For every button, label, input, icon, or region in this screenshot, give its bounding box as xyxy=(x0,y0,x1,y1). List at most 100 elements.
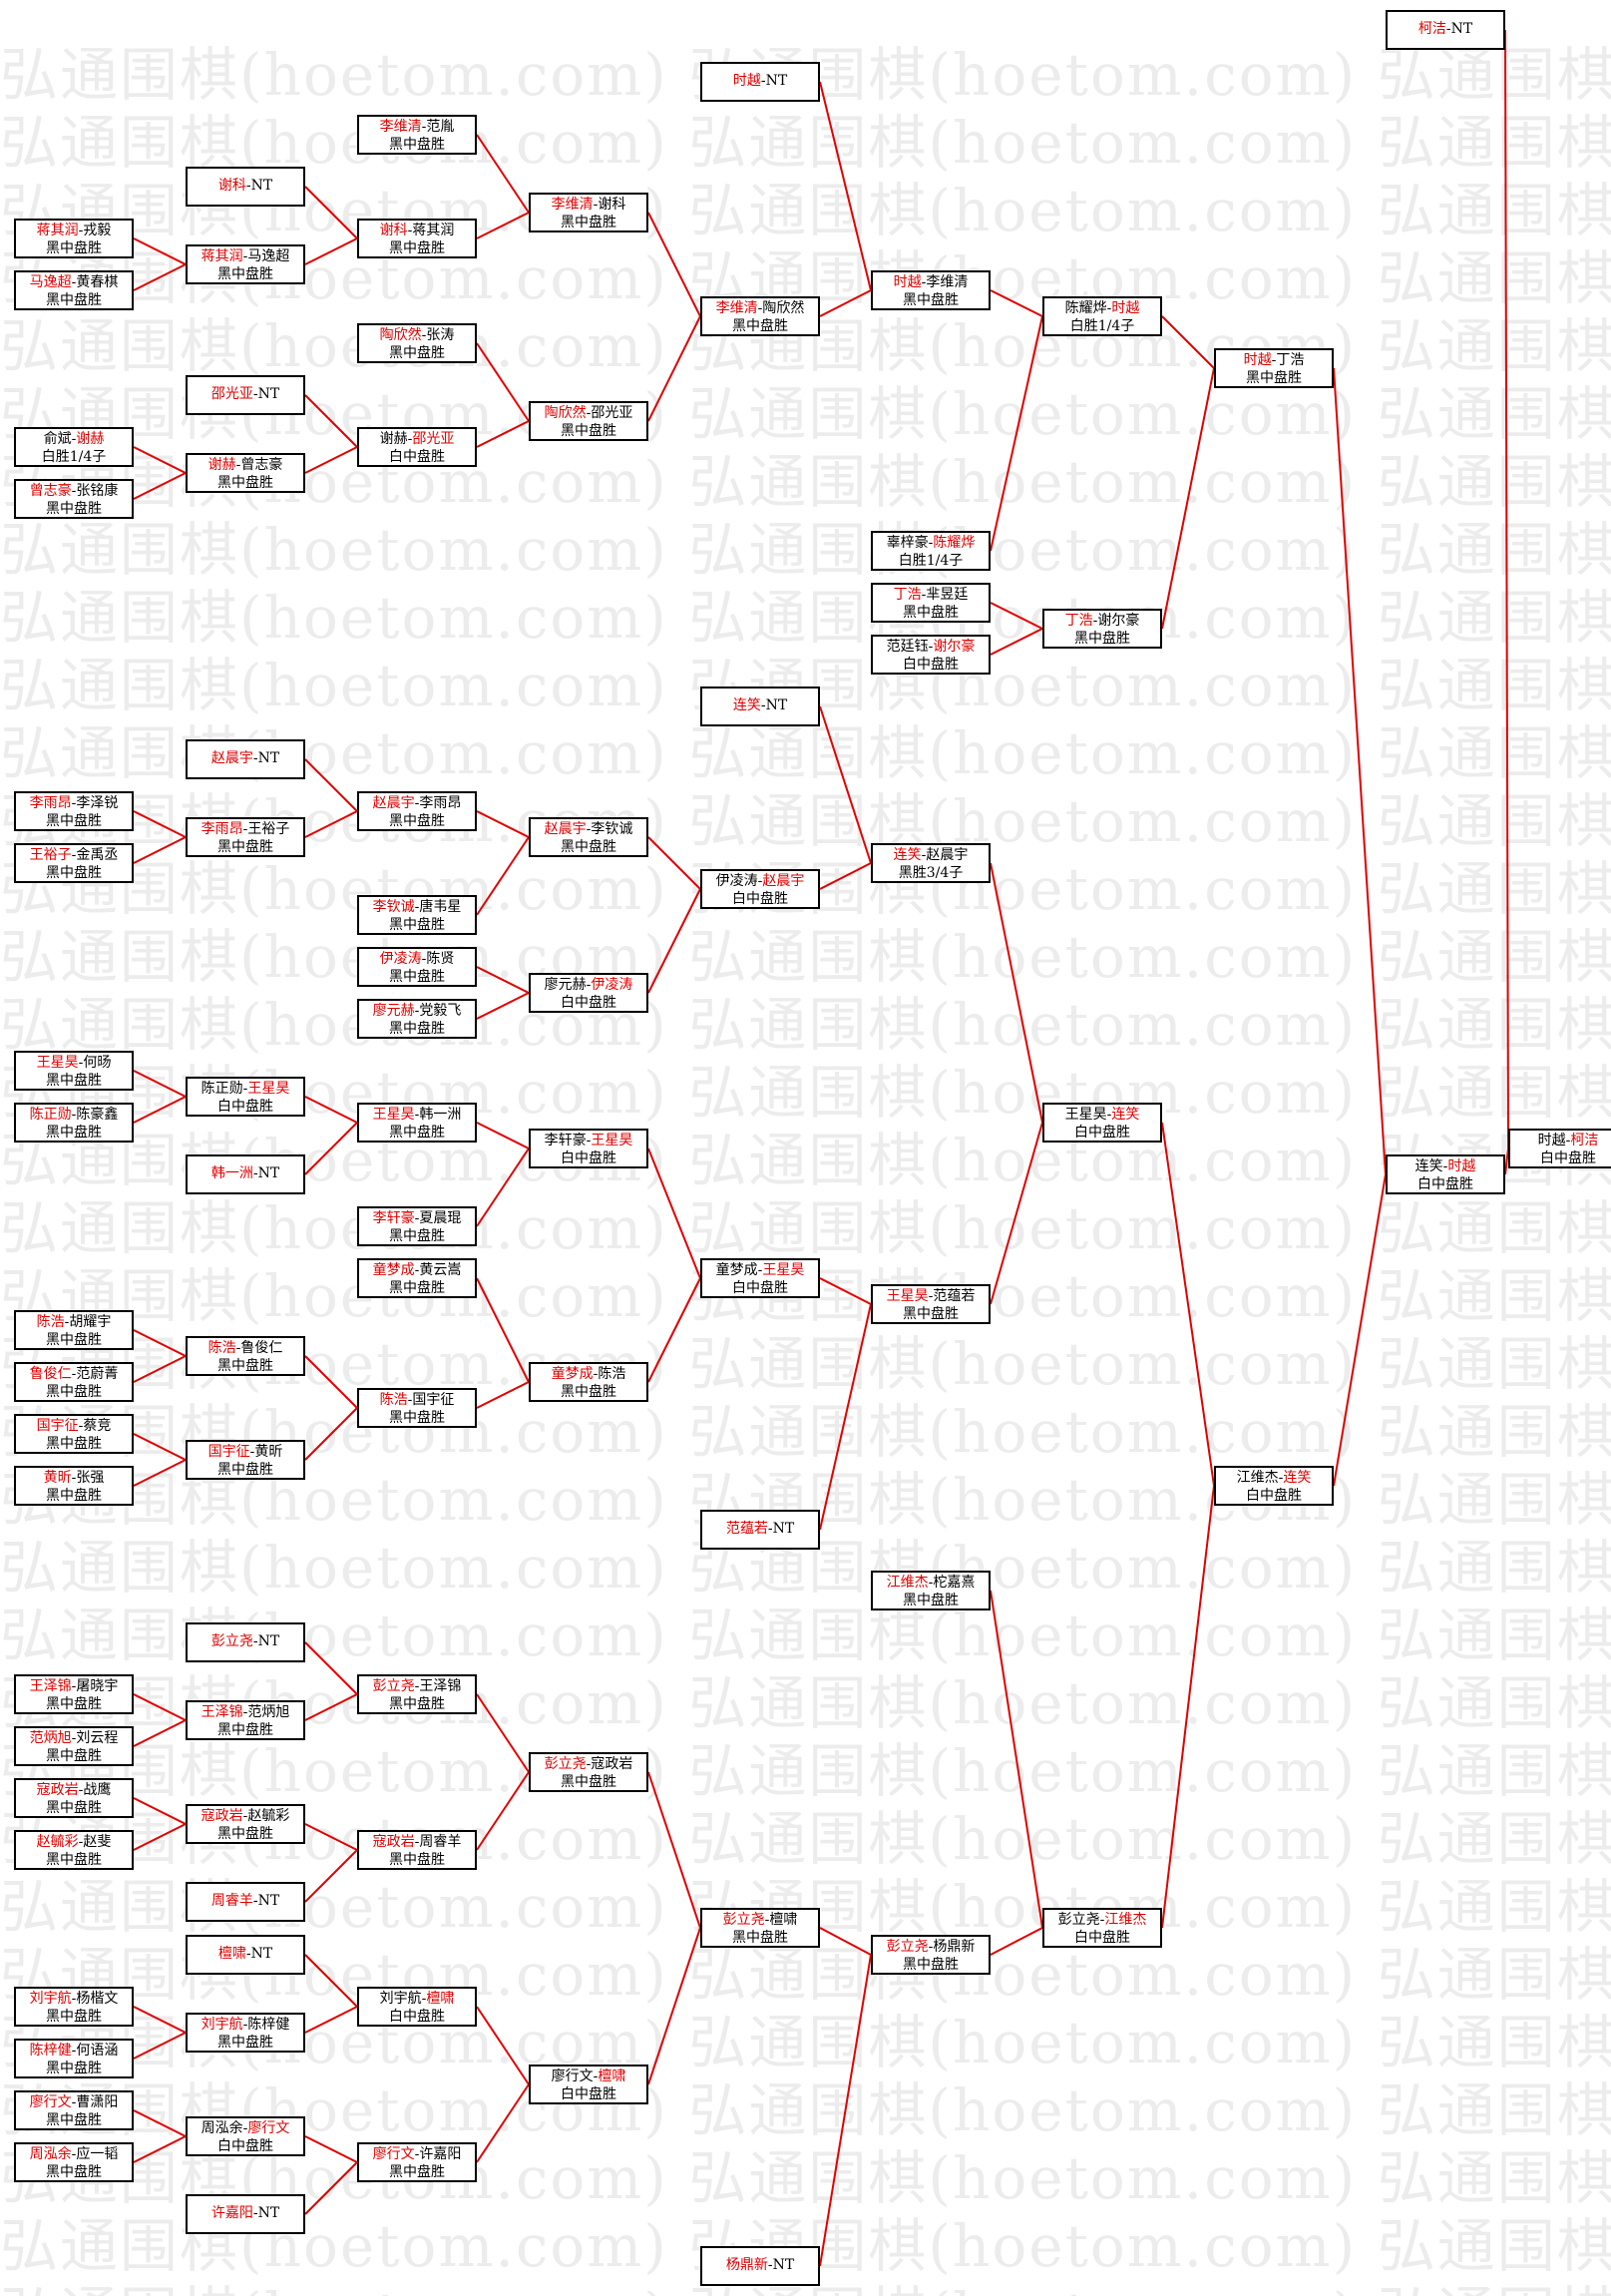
match-players: 廖行文-檀啸 xyxy=(531,2067,646,2085)
match-players: 廖元赫-党毅飞 xyxy=(359,1002,475,1020)
match-box: 李维清-陶欣然黑中盘胜 xyxy=(700,296,820,336)
player-one: 连笑 xyxy=(893,847,922,863)
match-players: 赵毓彩-赵斐 xyxy=(16,1833,132,1851)
bracket-connector xyxy=(133,1719,187,1747)
player-two: 范炳旭 xyxy=(247,1704,290,1720)
match-result: 黑中盘胜 xyxy=(217,1722,273,1738)
match-players: 时越-丁浩 xyxy=(1216,351,1332,369)
match-players: 周泓余-廖行文 xyxy=(188,2119,303,2137)
match-box: 廖元赫-党毅飞黑中盘胜 xyxy=(357,999,477,1039)
match-players: 谢科-蒋其润 xyxy=(359,222,475,239)
player-separator: - xyxy=(242,248,248,264)
match-players: 赵晨宇-李钦诚 xyxy=(531,820,646,838)
player-one: 韩一洲 xyxy=(210,1165,253,1181)
bracket-connector xyxy=(647,1277,701,1383)
player-two: 柯洁 xyxy=(1570,1133,1599,1148)
bracket-connector xyxy=(1161,1122,1215,1487)
match-players: 时越-柯洁 xyxy=(1510,1132,1611,1149)
player-separator: - xyxy=(71,483,77,499)
match-players: 黄昕-张强 xyxy=(16,1469,132,1487)
player-two: 陈豪鑫 xyxy=(76,1107,119,1123)
player-one: 寇政岩 xyxy=(201,1808,243,1824)
match-players: 刘宇航-檀啸 xyxy=(359,1990,475,2008)
bracket-connector xyxy=(133,1329,187,1357)
match-players: 寇政岩-赵毓彩 xyxy=(188,1807,303,1825)
match-box: 谢科-NT xyxy=(186,167,305,207)
bracket-connector xyxy=(990,602,1043,630)
player-one: 彭立尧 xyxy=(372,1678,415,1694)
match-box: 李轩豪-王星昊白中盘胜 xyxy=(529,1129,648,1168)
match-box: 王裕子-金禹丞黑中盘胜 xyxy=(14,843,134,883)
player-one: 檀啸 xyxy=(217,1946,246,1962)
player-two: 唐韦星 xyxy=(419,899,462,915)
match-players: 陈正勋-王星昊 xyxy=(188,1080,303,1098)
match-box: 许嘉阳-NT xyxy=(186,2194,305,2234)
match-players: 李维清-陶欣然 xyxy=(702,299,818,317)
player-one: 许嘉阳 xyxy=(210,2205,253,2221)
bracket-connector xyxy=(819,1927,872,1956)
match-result: 黑中盘胜 xyxy=(46,1073,102,1089)
player-one: 陶欣然 xyxy=(544,405,587,421)
watermark-row: 弘通围棋(hoetom.com) 弘通围棋(hoetom.com) 弘通围棋(h… xyxy=(0,584,1611,652)
match-result: 黑中盘胜 xyxy=(389,1280,445,1296)
player-one: 蒋其润 xyxy=(36,223,79,238)
bracket-connector xyxy=(476,966,530,994)
match-result: 黑中盘胜 xyxy=(389,1410,445,1426)
player-one: 赵晨宇 xyxy=(544,821,587,837)
player-separator: - xyxy=(1271,352,1277,368)
match-box: 彭立尧-NT xyxy=(186,1622,305,1662)
match-result: 黑中盘胜 xyxy=(46,240,102,256)
bracket-connector xyxy=(1504,29,1509,1149)
player-two: 赵晨宇 xyxy=(762,873,805,889)
match-box: 杨鼎新-NT xyxy=(700,2246,820,2286)
player-separator: - xyxy=(586,405,592,421)
match-box: 时越-丁浩黑中盘胜 xyxy=(1214,348,1334,388)
bracket-connector xyxy=(819,1277,872,1305)
match-box: 柯洁-NT xyxy=(1386,10,1505,50)
player-one: 丁浩 xyxy=(893,587,922,603)
match-result: 黑中盘胜 xyxy=(732,1930,788,1946)
match-players: 李轩豪-夏晨琨 xyxy=(359,1209,475,1227)
player-separator: - xyxy=(757,300,763,316)
bracket-connector xyxy=(133,1070,187,1098)
match-result: 黑胜3/4子 xyxy=(898,865,964,881)
match-players: 王星昊-何旸 xyxy=(16,1054,132,1072)
player-two: 江维杰 xyxy=(1104,1912,1147,1928)
match-result: 黑中盘胜 xyxy=(389,1228,445,1244)
player-two: 寇政岩 xyxy=(591,1756,633,1772)
player-separator: - xyxy=(414,795,420,811)
match-players: 伊凌涛-陈贤 xyxy=(359,950,475,968)
match-box: 谢赫-邵光亚白中盘胜 xyxy=(357,427,477,467)
player-separator: - xyxy=(414,1834,420,1850)
bracket-connector xyxy=(133,1823,187,1851)
player-separator: - xyxy=(421,119,427,135)
player-one: 王星昊 xyxy=(372,1107,415,1123)
match-box: 陈正勋-陈豪鑫黑中盘胜 xyxy=(14,1103,134,1143)
match-players: 周睿羊-NT xyxy=(188,1884,303,1918)
player-one: 赵晨宇 xyxy=(372,795,415,811)
bracket-connector xyxy=(304,1823,358,1851)
match-box: 彭立尧-杨鼎新黑中盘胜 xyxy=(871,1935,991,1975)
player-separator: - xyxy=(71,1470,77,1486)
bracket-connector xyxy=(990,862,1043,1124)
player-separator: - xyxy=(757,1262,763,1278)
match-box: 国宇征-黄昕黑中盘胜 xyxy=(186,1440,305,1480)
match-result: 黑中盘胜 xyxy=(46,2009,102,2025)
player-one: 彭立尧 xyxy=(886,1939,929,1955)
player-one: 国宇征 xyxy=(36,1418,79,1434)
player-separator: - xyxy=(407,431,413,447)
player-one: 彭立尧 xyxy=(544,1756,587,1772)
watermark-row: 弘通围棋(hoetom.com) 弘通围棋(hoetom.com) 弘通围棋(h… xyxy=(0,923,1611,991)
watermark-row: 弘通围棋(hoetom.com) 弘通围棋(hoetom.com) 弘通围棋(h… xyxy=(0,1194,1611,1262)
bracket-connector xyxy=(133,1459,187,1487)
player-separator: - xyxy=(767,2257,773,2273)
player-one: 连笑 xyxy=(732,697,761,713)
player-one: 曾志豪 xyxy=(29,483,72,499)
match-players: 彭立尧-江维杰 xyxy=(1044,1911,1160,1929)
player-separator: - xyxy=(586,1133,592,1148)
player-one: 彭立尧 xyxy=(1057,1912,1100,1928)
match-players: 廖元赫-伊凌涛 xyxy=(531,976,646,994)
player-one: 王星昊 xyxy=(36,1055,79,1071)
match-result: 黑中盘胜 xyxy=(561,1384,616,1400)
match-result: 白中盘胜 xyxy=(217,1099,273,1115)
